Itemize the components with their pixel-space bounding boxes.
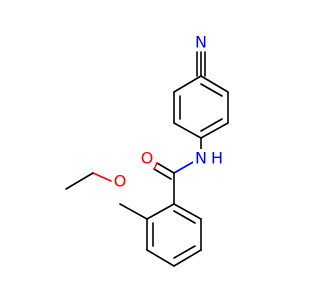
lower-ring-bond-1 [146,203,175,220]
lower-ring-inner-bond-3 [173,210,196,224]
amide-hydrogen-label: H [211,149,223,168]
ethyl-bond [65,172,94,190]
carbonyl-oxygen-label: O [141,149,154,168]
ether-oxygen-label-background [112,172,128,190]
carbonyl-oxygen-label-background [139,149,155,167]
upper-ring-bond-1 [173,75,202,93]
upper-ring-bond-4 [200,122,229,139]
nitrile-nitrogen-label: N [195,33,207,52]
ether-oxygen-label: O [114,172,127,191]
carbonyl-oxygen-stub [153,162,158,170]
lower-ring-bond-3 [146,249,175,267]
molecule-diagram: N N H O O [65,32,229,267]
upper-ring-bond-6 [200,75,229,93]
lower-ring-inner-bond-2 [173,245,196,259]
upper-ring-inner-bond-2 [200,118,223,132]
ether-oxygen-to-ethyl-bond [92,172,112,182]
ring-to-ether-oxygen-bond [119,203,148,220]
carbonyl-carbon-to-oxygen-bond-2 [153,168,172,180]
amide-nitrogen-label-background [193,149,209,167]
nitrogen-to-carbonyl-bond [173,160,196,174]
upper-ring-bond-3 [173,122,202,139]
amide-nitrogen-label: N [195,149,207,168]
upper-ring-inner-bond-3 [200,83,223,97]
nitrile-nitrogen-label-background [193,33,209,51]
lower-ring-bond-4 [173,249,202,267]
amide-hydrogen-label-background [209,149,225,167]
lower-ring-bond-6 [173,203,202,220]
carbonyl-carbon-to-oxygen-bond-1 [156,162,175,174]
